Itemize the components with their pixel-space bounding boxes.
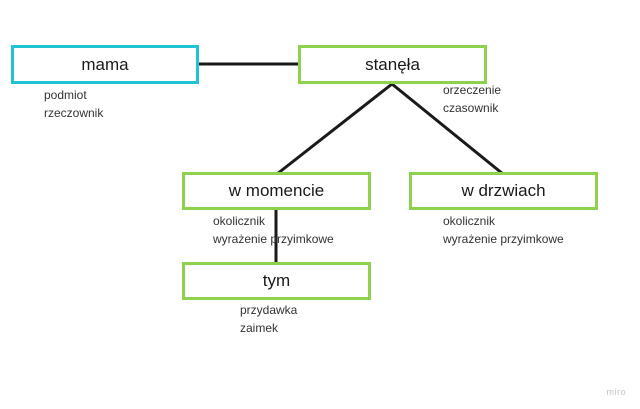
node-mama-label: mama <box>81 54 129 74</box>
note-tym-pos: zaimek <box>240 321 279 335</box>
note-w-drzwiach-pos: wyrażenie przyimkowe <box>443 232 564 246</box>
edge-stanela-w-momencie <box>276 82 393 176</box>
miro-watermark: miro <box>606 387 626 397</box>
note-stanela-role: orzeczenie <box>443 83 502 97</box>
node-w-momencie[interactable]: w momencie <box>182 172 371 210</box>
node-tym-notes: przydawka zaimek <box>240 301 297 337</box>
node-mama-notes: podmiot rzeczownik <box>44 86 103 122</box>
node-mama[interactable]: mama <box>11 45 199 84</box>
note-w-drzwiach-role: okolicznik <box>443 214 496 228</box>
node-w-drzwiach-label: w drzwiach <box>461 181 546 200</box>
node-stanela-label: stanęła <box>365 54 420 74</box>
note-mama-pos: rzeczownik <box>44 106 104 120</box>
node-stanela[interactable]: stanęła <box>298 45 487 84</box>
note-tym-role: przydawka <box>240 303 298 317</box>
edge-stanela-w-drzwiach <box>391 82 504 176</box>
node-w-drzwiach-notes: okolicznik wyrażenie przyimkowe <box>443 212 564 248</box>
node-tym[interactable]: tym <box>182 262 371 300</box>
node-w-momencie-notes: okolicznik wyrażenie przyimkowe <box>213 212 334 248</box>
node-stanela-notes: orzeczenie czasownik <box>443 81 501 117</box>
note-w-momencie-role: okolicznik <box>213 214 266 228</box>
note-mama-role: podmiot <box>44 88 87 102</box>
node-w-momencie-label: w momencie <box>228 181 325 200</box>
node-w-drzwiach[interactable]: w drzwiach <box>409 172 598 210</box>
note-w-momencie-pos: wyrażenie przyimkowe <box>213 232 334 246</box>
note-stanela-pos: czasownik <box>443 101 499 115</box>
node-tym-label: tym <box>262 271 291 290</box>
